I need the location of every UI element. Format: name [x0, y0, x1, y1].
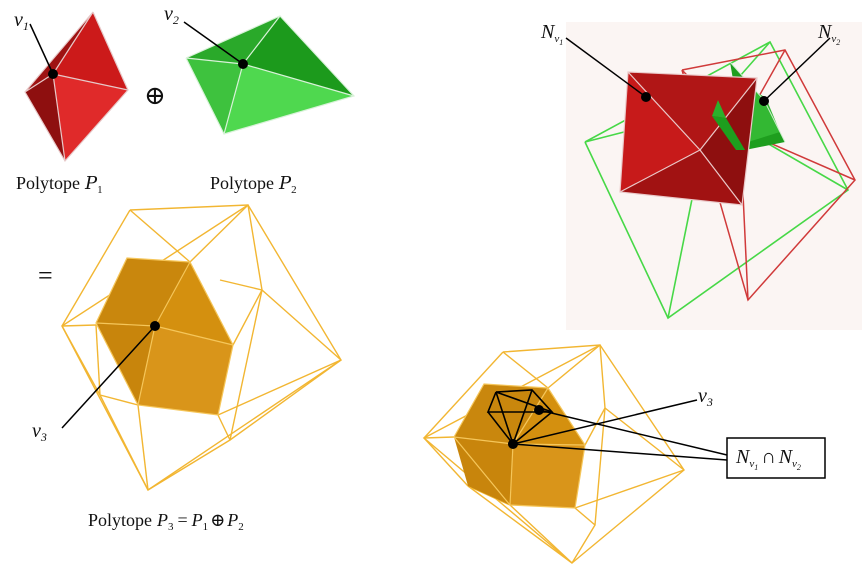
v3-right-label: v3 — [698, 385, 713, 409]
polytope-p3-intersection — [424, 345, 727, 563]
v3-label: v3 — [32, 420, 47, 444]
minkowski-plus-symbol: ⊕ — [144, 81, 166, 110]
v1-label: v1 — [14, 9, 29, 33]
polytope-p1 — [25, 12, 128, 161]
polytope-p2 — [184, 16, 354, 134]
polytope-p3 — [62, 205, 341, 490]
v2-label: v2 — [164, 3, 179, 27]
v1-leader-line — [30, 24, 53, 74]
equals-symbol: = — [38, 261, 53, 290]
nv1-label: Nv1 — [540, 21, 563, 47]
